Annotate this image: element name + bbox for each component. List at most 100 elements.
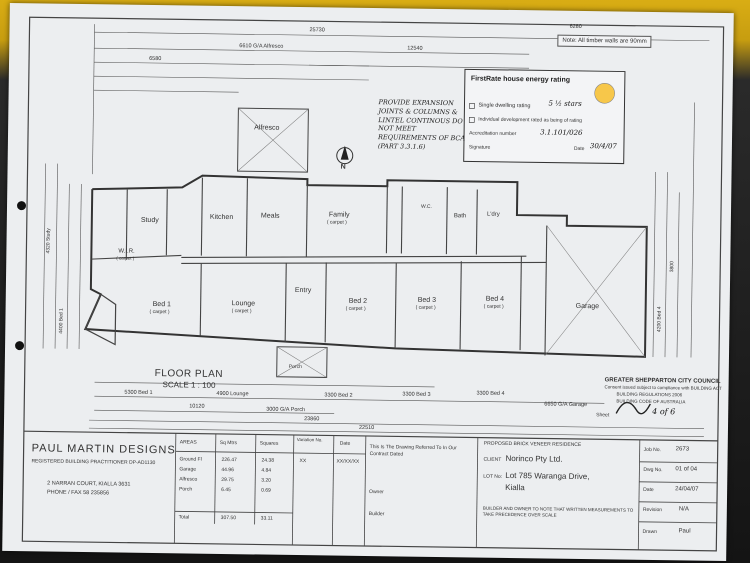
room-label-kitchen: Kitchen [209,213,234,222]
dim-top-b: 6610 G/A Alfresco [239,43,284,50]
owner-label: Owner [369,489,384,496]
areas-squares-header: Squares [259,440,279,447]
dim-bottom-g: 3300 Bed 3 [402,391,431,398]
dim-top-c: 6580 [149,55,162,63]
room-label-family-carpet: ( carpet ) [326,219,347,226]
bay-window [84,293,117,346]
client-label: CLIENT [483,456,502,463]
drawing-reference: This Is The Drawing Referred To In Our C… [369,444,457,458]
builder-label: Builder [368,511,385,518]
dim-right-a: 4200 Bed 4 [656,306,663,333]
plan-drawing [21,16,725,552]
sheet-border [21,16,725,552]
room-label-wir: W.I.R. [118,248,135,255]
checkbox-icon [468,117,475,123]
left-dimensions [42,163,82,349]
floor-plan-sheet: Study Kitchen Meals Family ( carpet ) Ba… [2,2,734,562]
room-label-bath: Bath [453,213,467,220]
dim-bottom-i: 6650 G/A Garage [544,401,588,409]
lot-value: Lot 785 Waranga Drive, [505,470,590,482]
area-name: Porch [179,486,193,493]
north-label: N [340,163,346,171]
porch-area [276,346,328,378]
dim-bottom-f: 3300 Bed 2 [324,392,353,399]
internal-walls [91,177,548,356]
checkbox-icon [469,103,475,109]
lot-city: Kialla [505,482,525,493]
stamp-regulations: BUILDING REGULATIONS 2006 [616,391,683,398]
room-label-lounge: Lounge [231,300,256,308]
room-label-garage: Garage [575,302,600,311]
bottom-dimensions [88,381,704,438]
room-label-bed1-carpet: ( carpet ) [149,308,170,316]
energy-rating-box [463,68,626,165]
stamp-sheet-label: Sheet [596,412,610,419]
room-label-wc: W.C. [421,203,432,210]
area-sqm: 44.96 [221,466,234,474]
revision-value: N/A [678,506,689,513]
dim-bottom-a: 23860 [304,416,320,423]
house-outline [83,174,648,358]
date2-label: Date [643,486,654,494]
energy-date-value: 30/4/07 [589,142,617,151]
room-label-wir-carpet: ( carpet ) [116,255,135,261]
room-label-family: Family [328,211,350,219]
drawn-value: Paul [678,528,691,535]
areas-header: AREAS [179,439,197,446]
titleblock-divider [23,430,718,442]
area-name: Total [178,514,190,521]
floor-plan-scale: SCALE 1 : 100 [162,380,216,390]
dim-top-total: 25730 [309,27,325,34]
room-label-bed2: Bed 2 [348,297,368,305]
area-name: Garage [179,466,197,473]
area-sqm: 6.45 [221,486,231,494]
stamp-sheet-value: 4 of 6 [652,406,676,417]
area-name: Ground Fl [179,456,202,463]
area-sqm: 226.47 [221,456,237,464]
dwg-label: Dwg No. [643,466,663,474]
alfresco-area [237,107,309,173]
drawn-label: Drawn [642,528,658,536]
energy-accreditation-value: 3.1.101/026 [540,128,583,137]
area-sqm: 307.50 [220,514,237,522]
area-sqm: 29.75 [221,476,234,484]
builder-note: BUILDER AND OWNER TO NOTE THAT WRITTEN M… [482,505,634,518]
firstrate-logo-icon [594,82,615,104]
area-squares: 33.11 [260,515,273,522]
dim-left-a: 4320 Study [45,228,52,254]
room-label-bed4: Bed 4 [485,295,505,303]
date-value: XX/XX/XX [336,458,360,465]
room-label-bed3: Bed 3 [417,296,437,304]
room-label-bed4-carpet: ( carpet ) [483,303,504,310]
area-squares: 0.69 [261,487,271,494]
revision-label: Revision [642,506,663,514]
dwg-value: 01 of 04 [675,466,698,473]
dim-bottom-e: 4900 Lounge [216,390,249,398]
energy-signature-label: Signature [468,144,491,151]
dim-bottom-d: 5300 Bed 1 [124,389,153,397]
dim-bottom-b: 10120 [189,403,205,410]
timber-walls-note: Note: All timber walls are 90mm [557,34,652,48]
dim-bottom-total: 22510 [358,424,375,432]
room-label-porch: Porch [288,363,302,371]
dim-bottom-c: 3000 G/A Porch [266,406,306,414]
titleblock-grid [173,433,718,550]
area-squares: 3.20 [261,477,271,484]
garage-hatch [544,225,647,358]
dim-right-total: 6280 [569,23,582,30]
variation-label: Variation No. [296,437,323,443]
client-value: Norinco Pty Ltd. [505,453,563,464]
energy-title: FirstRate house energy rating [470,75,571,84]
dim-right-b: 3800 [669,261,676,273]
job-label: Job No. [643,446,661,454]
energy-rating-value: 5 ½ stars [548,99,582,108]
lot-label: LOT No: [483,473,503,480]
room-label-laundry: L'dry [486,211,500,218]
room-label-entry: Entry [294,286,312,295]
area-squares: 4.84 [261,467,272,474]
room-label-bed2-carpet: ( carpet ) [345,305,366,312]
room-label-lounge-carpet: ( carpet ) [231,308,252,315]
sheet-number-handwritten [615,401,651,415]
stamp-bca: BUILDING CODE OF AUSTRALIA [616,398,686,405]
room-label-bed3-carpet: ( carpet ) [415,304,436,311]
